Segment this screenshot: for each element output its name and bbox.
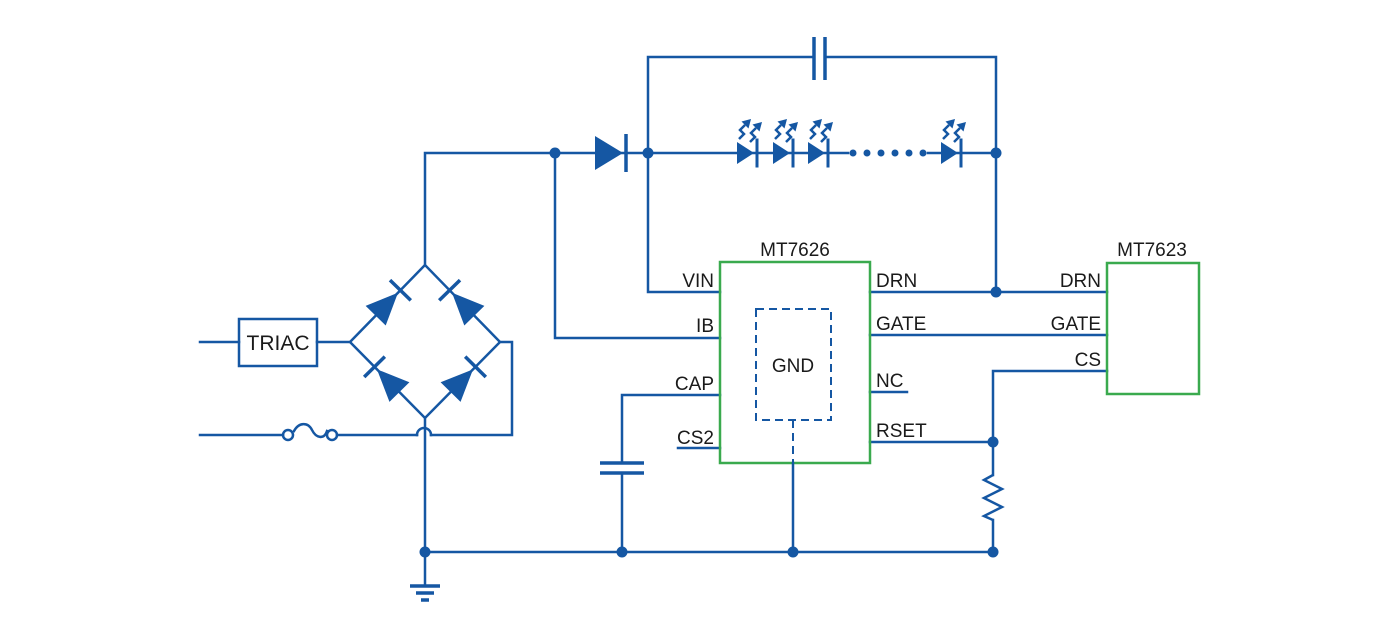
triac-block: TRIAC [237,317,319,368]
cap-capacitor-icon [600,461,644,554]
input-diode-icon [595,134,628,172]
wire-bridge-right-return [429,340,514,437]
led-icon [806,117,835,168]
led-icon [771,117,800,168]
mt7623-chip: MT7623 DRN GATE CS [1051,240,1201,396]
pin-label-gate: GATE [876,314,926,335]
pin-label-cap: CAP [675,374,714,395]
wire-top-right [823,55,998,155]
junction-dot [616,546,628,558]
bridge-rectifier [348,263,502,554]
junction-dot [787,546,799,558]
top-capacitor-loop [646,37,998,155]
pin-label-gate2: GATE [1051,314,1101,335]
junction-dot [990,147,1002,159]
pin-label-drn2: DRN [1060,271,1101,292]
pin-label-cs: CS [1075,350,1101,371]
bridge-frame [348,263,502,420]
wire-ib [553,151,722,340]
wire-cap [620,393,722,464]
junction-dot [549,147,561,159]
junction-dot [990,286,1002,298]
led-string [735,117,968,168]
capacitor-icon [812,37,827,80]
mt7626-chip: MT7626 GND VIN IB CAP CS2 DRN GATE NC RS… [675,240,927,554]
ground-icon [410,550,440,602]
mt7626-body [718,260,872,465]
junction-dot [419,546,431,558]
pin-label-rset: RSET [876,421,927,442]
pin-label-ib: IB [696,316,714,337]
led-icon [735,117,764,168]
gnd-label: GND [772,356,814,377]
rset-resistor-icon [981,440,1005,554]
wire-top-left [646,55,816,155]
ac-input-wires [198,340,352,437]
pin-label-nc: NC [876,371,903,392]
wire-rectified-bus [423,151,850,267]
pin-label-cs2: CS2 [677,428,714,449]
led-continuation-dots [849,149,927,157]
wire-cs [991,369,1109,444]
wire-vin [646,151,722,294]
junction-dot [987,436,999,448]
pin-label-drn: DRN [876,271,917,292]
mt7623-title: MT7623 [1117,240,1187,261]
pin-label-vin: VIN [682,271,714,292]
mt7626-title: MT7626 [760,240,830,261]
led-icon [939,117,968,168]
triac-box [237,317,319,368]
triac-label: TRIAC [247,332,310,355]
junction-dots [419,147,1002,558]
junction-dot [987,546,999,558]
mt7623-body [1105,261,1201,396]
fuse-icon [281,422,419,442]
mt7626-gnd-block: GND [755,308,832,554]
junction-dot [642,147,654,159]
